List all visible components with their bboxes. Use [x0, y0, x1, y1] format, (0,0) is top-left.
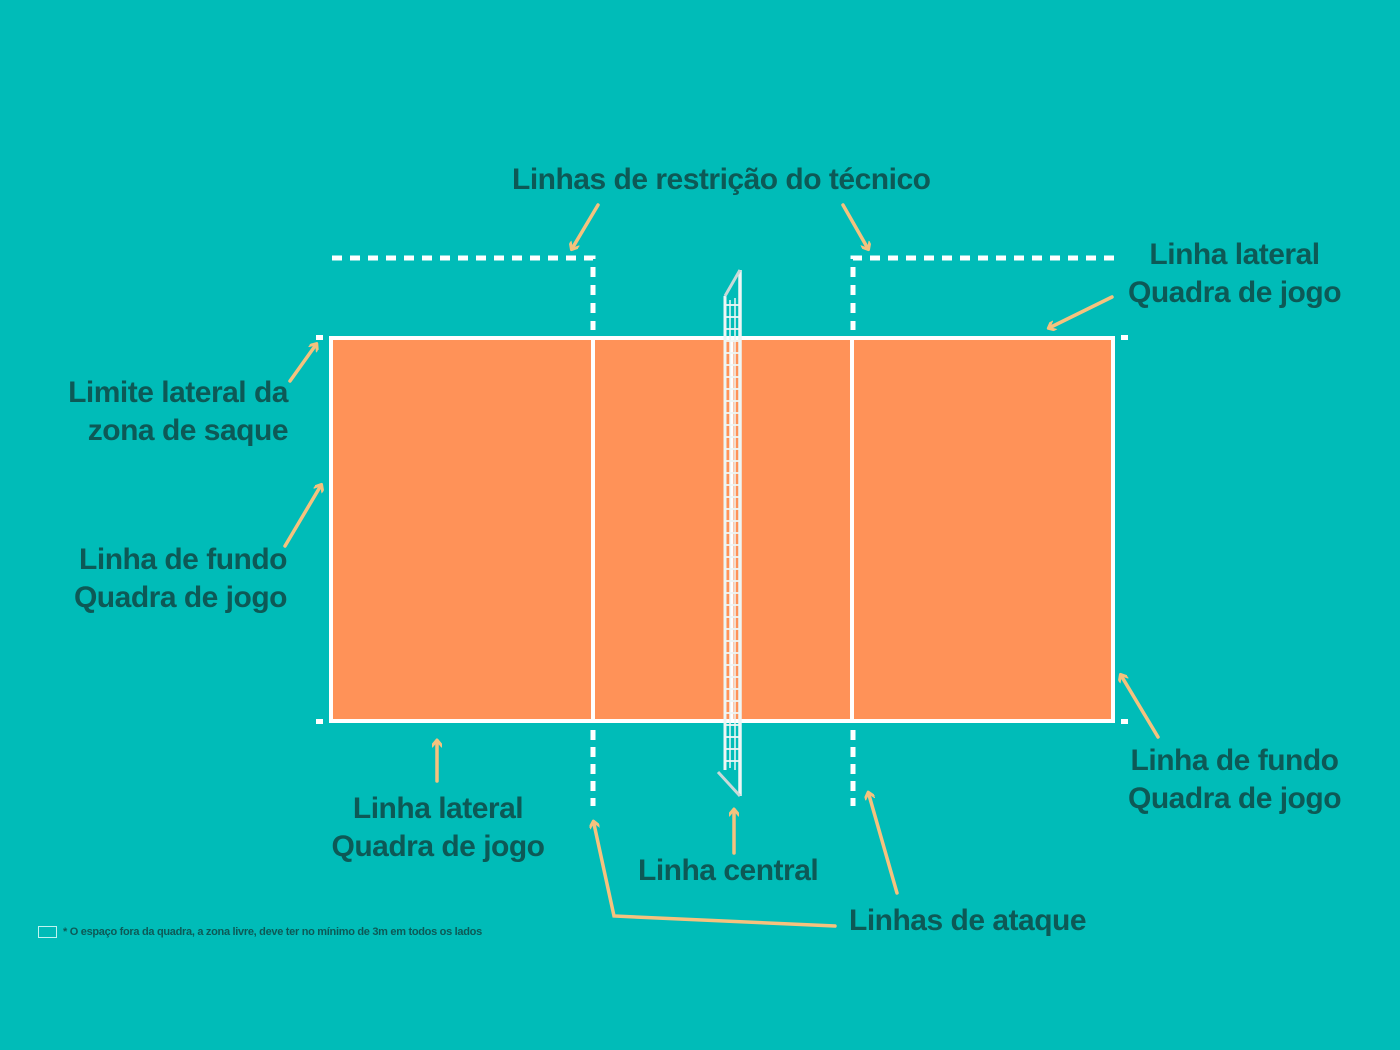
label-text: Linhas de ataque	[849, 904, 1087, 937]
arrow-attack-left	[594, 824, 837, 928]
arrow-endline-left	[283, 487, 320, 548]
label-line-1: Linha de fundo	[79, 543, 287, 576]
footnote: * O espaço fora da quadra, a zona livre,…	[38, 926, 482, 938]
label-endline-right: Linha de fundo Quadra de jogo	[1128, 742, 1342, 818]
arrow-sideline-top-right	[1051, 295, 1114, 327]
arrow-coach-right	[841, 203, 867, 247]
label-center-line: Linha central	[638, 852, 819, 890]
label-coach-restriction-lines: Linhas de restrição do técnico	[512, 161, 931, 199]
coach-restriction-lines	[332, 255, 1114, 330]
label-sideline-top-right: Linha lateral Quadra de jogo	[1128, 236, 1342, 312]
label-line-1: Limite lateral da	[68, 376, 288, 409]
service-zone-ticks	[316, 335, 1128, 724]
label-sideline-bottom-left: Linha lateral Quadra de jogo	[330, 790, 546, 866]
label-endline-left: Linha de fundo Quadra de jogo	[73, 541, 288, 617]
attack-line-extensions	[590, 730, 856, 806]
label-line-2: Quadra de jogo	[73, 581, 288, 614]
label-text: Linha central	[638, 854, 819, 887]
arrow-coach-left	[573, 203, 600, 247]
footnote-text: * O espaço fora da quadra, a zona livre,…	[63, 926, 482, 938]
label-line-1: Linha lateral	[352, 792, 524, 825]
arrow-attack-right	[869, 795, 899, 895]
label-text: Linhas de restrição do técnico	[512, 163, 931, 196]
arrow-service-limit	[288, 346, 315, 383]
label-line-2: Quadra de jogo	[1128, 276, 1342, 309]
label-line-2: zona de saque	[87, 414, 289, 447]
label-line-1: Linha lateral	[1149, 238, 1320, 271]
label-line-2: Quadra de jogo	[331, 830, 545, 863]
annotation-arrows	[283, 203, 1160, 928]
label-attack-lines: Linhas de ataque	[849, 902, 1087, 940]
arrow-endline-right	[1122, 677, 1160, 739]
label-line-1: Linha de fundo	[1130, 744, 1339, 777]
label-service-zone-limit: Limite lateral da zona de saque	[68, 374, 288, 450]
label-line-2: Quadra de jogo	[1128, 782, 1342, 815]
court-surface	[329, 336, 1115, 723]
net	[716, 269, 742, 798]
free-zone-legend-swatch	[38, 926, 57, 938]
